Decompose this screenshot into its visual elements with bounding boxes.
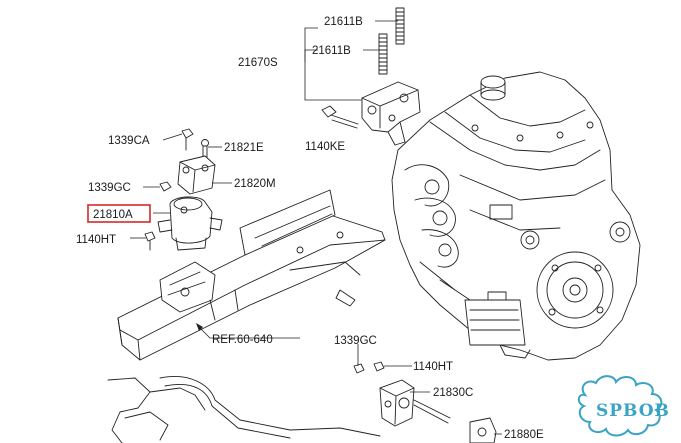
stud-21611b-top [395,7,405,45]
label-21670s: 21670S [238,57,278,69]
label-1140ht-bottom: 1140HT [413,361,453,373]
watermark-text: SPBOB [596,401,670,421]
bolt-21821e [201,139,209,159]
label-21810a: 21810A [93,209,133,221]
label-1339ca: 1339CA [108,135,150,147]
label-1140ht-left: 1140HT [76,234,116,246]
label-21820m: 21820M [234,178,276,190]
highlight-box-21810a [87,204,151,223]
ref-leader [196,323,300,339]
engine-mount-21810a [157,196,223,251]
label-21830c: 21830C [433,387,473,399]
mount-bracket-21820m [177,155,216,195]
bolt-1140ke [321,105,359,129]
bracket-21880e [469,417,497,443]
label-1339gc-left: 1339GC [88,182,131,194]
engine-mount-bracket-21670s [361,81,421,146]
engine-block [391,71,641,361]
bolt-1140ht-left [144,231,156,251]
label-21611b-mid: 21611B [312,45,351,57]
stud-21611b-mid [378,33,388,75]
frame-rail [117,189,386,361]
spbob-watermark-badge: SPBOB [577,375,670,437]
label-21821e: 21821E [224,142,264,154]
nut-1339gc-bottom [353,363,365,374]
label-21880e: 21880E [504,429,544,441]
bolt-1140ht-bottom [373,361,385,372]
label-1140ke: 1140KE [305,141,345,153]
nut-1339gc-left [159,181,172,192]
label-21611b-top: 21611B [324,16,363,28]
roll-stop-21830c [379,379,451,427]
subframe-lower [107,376,381,443]
bolt-1339ca [181,128,194,151]
leader-lines [130,20,502,435]
label-1339gc-bottom: 1339GC [334,335,377,347]
label-ref-60-640: REF.60-640 [212,334,273,346]
